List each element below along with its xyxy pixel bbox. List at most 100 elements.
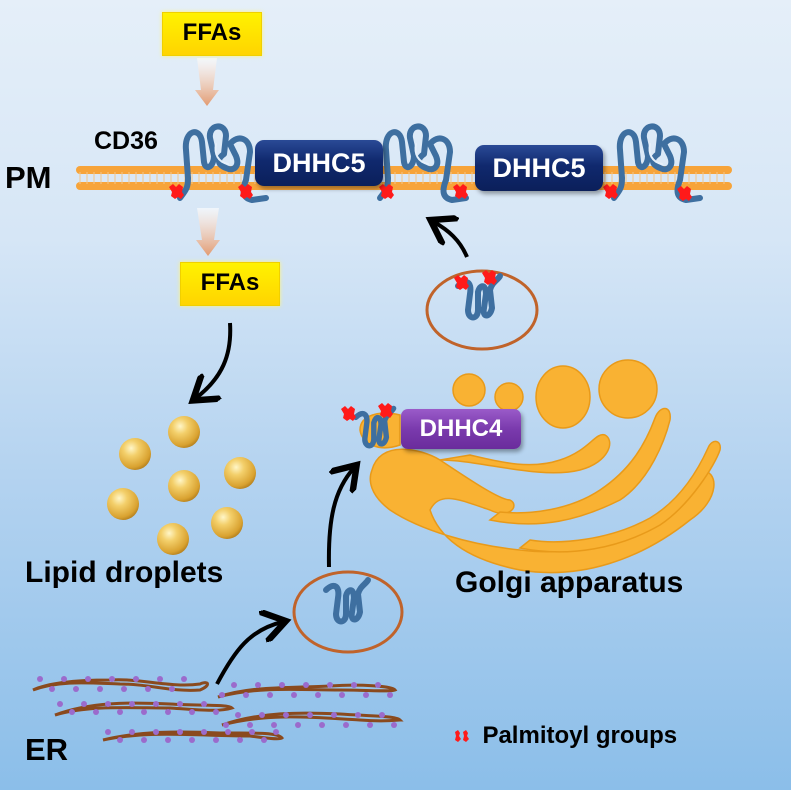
ribosome [355, 712, 361, 718]
ribosome [105, 701, 111, 707]
ribosome [117, 709, 123, 715]
ribosome [213, 737, 219, 743]
transport-vesicle-from-er [292, 570, 404, 654]
ribosome [201, 701, 207, 707]
ffas-box-mid: FFAs [180, 262, 280, 306]
ribosome [177, 729, 183, 735]
ribosome [219, 692, 225, 698]
legend: Palmitoyl groups [452, 722, 677, 750]
ribosome [291, 692, 297, 698]
ribosome [391, 722, 397, 728]
ribosome [307, 712, 313, 718]
ribosome [315, 692, 321, 698]
ribosome [255, 682, 261, 688]
ribosome [267, 692, 273, 698]
ribosome [69, 709, 75, 715]
golgi-apparatus [359, 359, 721, 574]
ribosome [133, 676, 139, 682]
ribosome [105, 729, 111, 735]
ribosome [37, 676, 43, 682]
ribosome [379, 712, 385, 718]
ribosome [165, 709, 171, 715]
lipid-droplet [107, 488, 139, 520]
ribosome [57, 701, 63, 707]
ribosome [225, 729, 231, 735]
dhhc4-enzyme: DHHC4 [401, 409, 521, 449]
ribosome [157, 676, 163, 682]
endoplasmic-reticulum [32, 678, 404, 742]
ribosome [271, 722, 277, 728]
ribosome [129, 701, 135, 707]
ribosome [375, 682, 381, 688]
ribosome [189, 737, 195, 743]
arrow-er-to-vesicle [215, 622, 282, 685]
ribosome [189, 709, 195, 715]
ribosome [351, 682, 357, 688]
ribosome [169, 686, 175, 692]
ribosome [153, 729, 159, 735]
ribosome [141, 737, 147, 743]
cd36-at-golgi [341, 403, 394, 446]
ribosome [61, 676, 67, 682]
dhhc5-label: DHHC5 [492, 153, 586, 183]
ribosome [279, 682, 285, 688]
ribosome [73, 686, 79, 692]
lipid-droplet [224, 457, 256, 489]
golgi-label: Golgi apparatus [455, 566, 684, 599]
ffas-label: FFAs [200, 269, 260, 296]
cd36-label: CD36 [94, 127, 158, 155]
ribosome [117, 737, 123, 743]
ribosome [339, 692, 345, 698]
lipid-droplet [211, 507, 243, 539]
legend-label: Palmitoyl groups [482, 722, 678, 749]
lipid-droplet [119, 438, 151, 470]
ribosome [109, 676, 115, 682]
lipid-droplet [157, 523, 189, 555]
ribosome [85, 676, 91, 682]
ribosome [153, 701, 159, 707]
dhhc5-enzyme: DHHC5 [475, 145, 603, 191]
lipid-droplet [168, 470, 200, 502]
ribosome [93, 709, 99, 715]
dhhc5-label: DHHC5 [272, 148, 366, 178]
ribosome [237, 737, 243, 743]
ffa-uptake-arrow-mid [196, 208, 220, 256]
ribosome [387, 692, 393, 698]
ribosome [243, 692, 249, 698]
ffa-uptake-arrow-top [195, 58, 219, 106]
ribosome [231, 682, 237, 688]
er-ribosomes [37, 676, 397, 743]
arrow-ffas-to-lipid-droplets [196, 322, 233, 398]
ribosome [295, 722, 301, 728]
ribosome [201, 729, 207, 735]
arrow-vesicle-to-golgi [326, 468, 354, 568]
palmitoyl-group-icon [455, 730, 469, 742]
ribosome [129, 729, 135, 735]
ribosome [259, 712, 265, 718]
ribosome [181, 676, 187, 682]
lipid-droplets [107, 416, 256, 555]
ribosome [367, 722, 373, 728]
ribosome [81, 701, 87, 707]
ffas-box-top: FFAs [162, 12, 262, 56]
ribosome [273, 729, 279, 735]
dhhc4-label: DHHC4 [419, 415, 503, 442]
er-label: ER [25, 732, 69, 767]
lipid-droplet [168, 416, 200, 448]
ribosome [177, 701, 183, 707]
ribosome [261, 737, 267, 743]
ribosome [235, 712, 241, 718]
ribosome [343, 722, 349, 728]
ribosome [165, 737, 171, 743]
transport-vesicle-to-pm [425, 269, 539, 351]
ribosome [213, 709, 219, 715]
ribosome [331, 712, 337, 718]
ribosome [97, 686, 103, 692]
ribosome [363, 692, 369, 698]
ribosome [303, 682, 309, 688]
lipid-droplets-label: Lipid droplets [25, 556, 224, 589]
ribosome [283, 712, 289, 718]
ffas-label: FFAs [182, 19, 242, 46]
pm-label: PM [5, 160, 52, 195]
